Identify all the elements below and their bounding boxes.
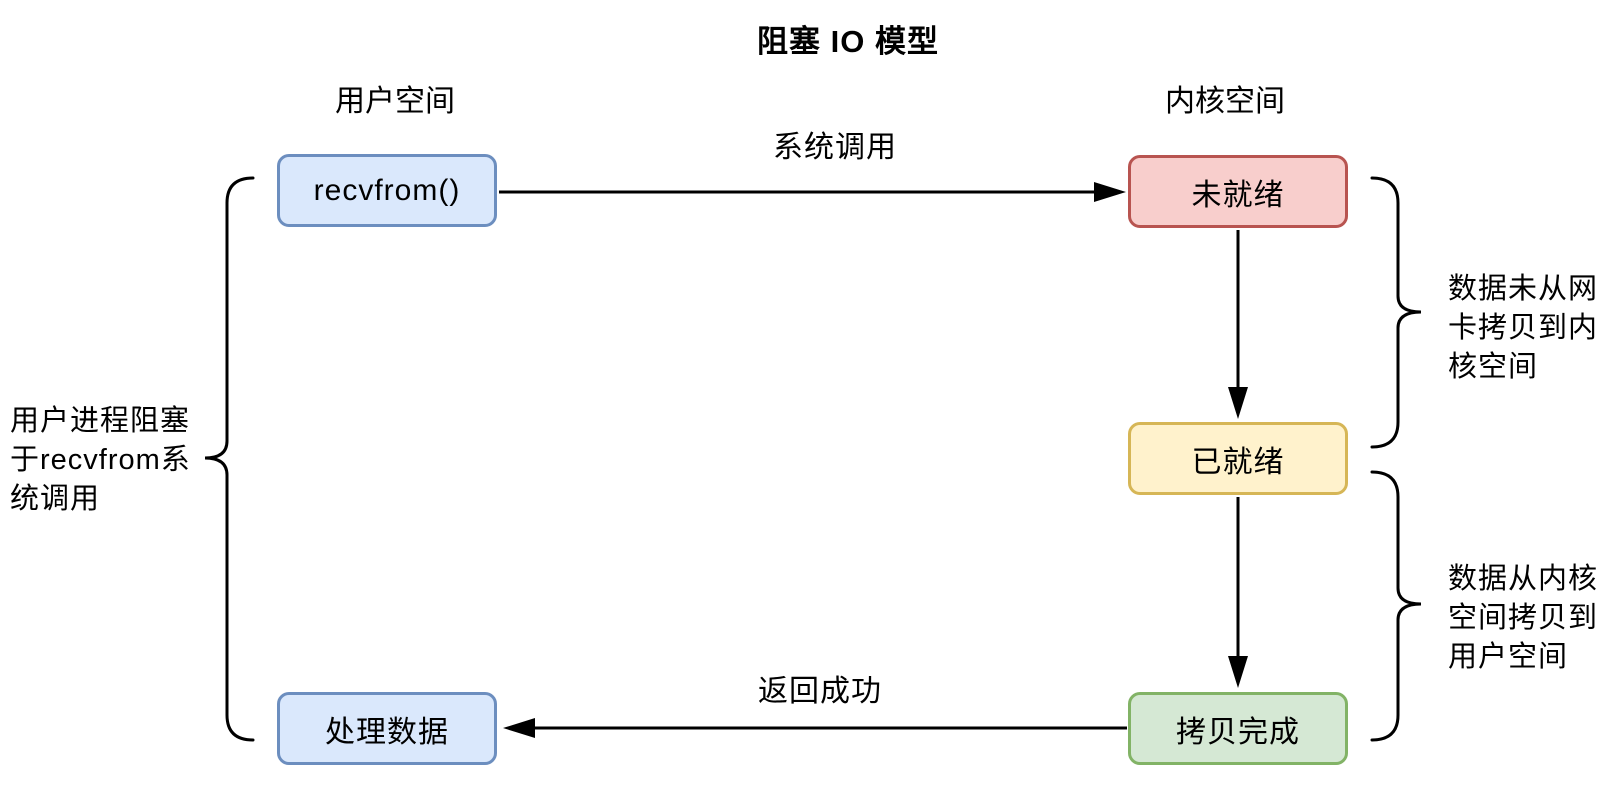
node-not-ready-label: 未就绪 — [1191, 178, 1285, 212]
kernel-space-header: 内核空间 — [1165, 85, 1285, 118]
system-call-arrow — [499, 182, 1126, 202]
diagram-title: 阻塞 IO 模型 — [757, 24, 939, 59]
node-process-data-label: 处理数据 — [325, 715, 449, 749]
right-brace-bottom — [1370, 470, 1422, 742]
return-success-edge-label: 返回成功 — [758, 675, 882, 708]
left-brace — [204, 176, 255, 742]
left-annotation-line: 于recvfrom系 — [10, 444, 191, 476]
node-copy-done-label: 拷贝完成 — [1176, 715, 1300, 749]
return-success-arrow — [503, 718, 1127, 738]
right-top-annotation-line: 数据未从网 — [1448, 273, 1599, 305]
node-not-ready: 未就绪 — [1128, 155, 1348, 228]
right-bottom-annotation-line: 用户空间 — [1448, 641, 1569, 673]
right-brace-top — [1370, 176, 1422, 449]
right-bottom-annotation-line: 空间拷贝到 — [1448, 602, 1599, 634]
node-recvfrom: recvfrom() — [277, 154, 497, 227]
right-top-annotation-line: 核空间 — [1448, 351, 1539, 383]
user-space-header: 用户空间 — [335, 85, 455, 118]
ready-to-copy-done-arrow — [1228, 497, 1248, 688]
system-call-edge-label: 系统调用 — [773, 131, 897, 164]
node-copy-done: 拷贝完成 — [1128, 692, 1348, 765]
not-ready-to-ready-arrow — [1228, 230, 1248, 419]
left-annotation-line: 用户进程阻塞 — [10, 405, 191, 437]
left-annotation: 用户进程阻塞 于recvfrom系 统调用 — [10, 402, 220, 519]
right-top-annotation: 数据未从网 卡拷贝到内 核空间 — [1448, 270, 1618, 387]
right-bottom-annotation: 数据从内核 空间拷贝到 用户空间 — [1448, 560, 1618, 677]
node-process-data: 处理数据 — [277, 692, 497, 765]
right-bottom-annotation-line: 数据从内核 — [1448, 563, 1599, 595]
node-recvfrom-label: recvfrom() — [313, 173, 461, 207]
left-annotation-line: 统调用 — [10, 483, 101, 515]
right-top-annotation-line: 卡拷贝到内 — [1448, 312, 1599, 344]
node-ready-label: 已就绪 — [1191, 445, 1285, 479]
node-ready: 已就绪 — [1128, 422, 1348, 495]
